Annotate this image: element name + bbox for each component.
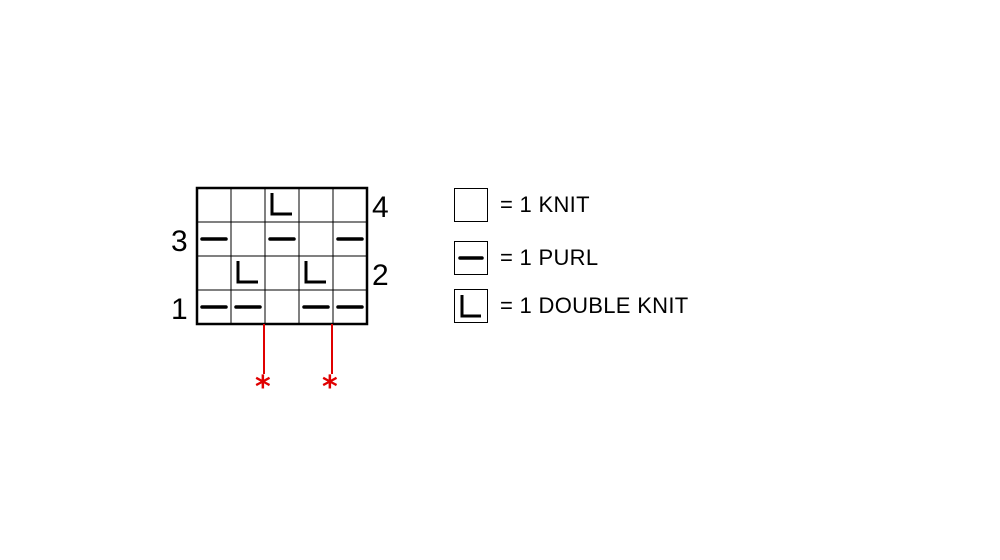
legend-purl: = 1 PURL (454, 241, 598, 275)
row-number-1: 1 (171, 293, 188, 326)
legend-double-knit: = 1 DOUBLE KNIT (454, 289, 689, 323)
double-knit-stitch-symbol (304, 261, 326, 284)
legend-double-knit-label: = 1 DOUBLE KNIT (500, 293, 689, 318)
stitch-grid (195, 186, 369, 326)
repeat-marker-star-left: * (255, 370, 271, 405)
purl-symbol-icon (454, 241, 488, 275)
double-knit-stitch-symbol (270, 193, 292, 216)
legend-purl-label: = 1 PURL (500, 245, 599, 270)
row-number-2: 2 (372, 259, 389, 292)
repeat-markers (263, 324, 333, 374)
legend-knit-label: = 1 KNIT (500, 192, 590, 217)
double-knit-stitch-symbol (236, 261, 258, 284)
legend-knit: = 1 KNIT (454, 188, 590, 222)
double-knit-symbol-icon (454, 289, 488, 323)
row-number-4: 4 (372, 191, 389, 224)
repeat-marker-star-right: * (322, 370, 338, 405)
knit-symbol-icon (454, 188, 488, 222)
grid-border (195, 186, 369, 326)
row-number-3: 3 (171, 225, 188, 258)
